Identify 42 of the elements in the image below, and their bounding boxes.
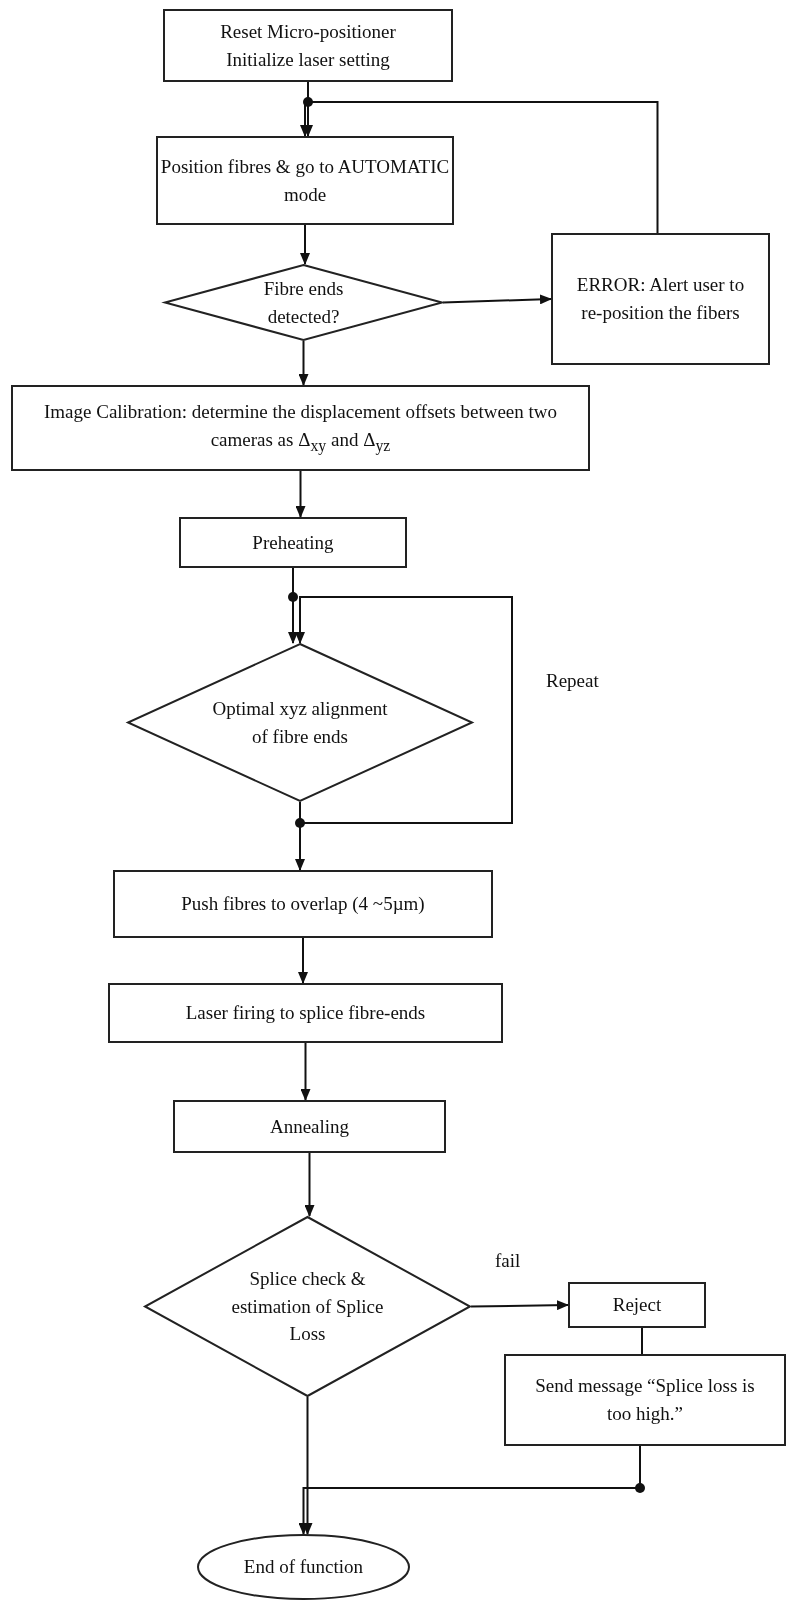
- process-box: [504, 1354, 786, 1446]
- step-text: Initialize laser setting: [226, 47, 390, 72]
- step-text: Reject: [612, 1293, 662, 1318]
- step-text: Fibre ends detected?: [262, 276, 345, 329]
- step-text: Push fibres to overlap (4 ~5µm): [181, 892, 425, 917]
- decision-diamond: [127, 643, 473, 802]
- step-text: Laser firing to splice fibre-ends: [185, 1001, 426, 1026]
- step-text: Position fibres & go to AUTOMATIC mode: [159, 154, 451, 207]
- arrow: [298, 340, 309, 386]
- terminal-ellipse: [197, 1534, 410, 1600]
- step-text: ERROR: Alert user to re-position the fibers: [575, 273, 746, 325]
- process-box: [568, 1282, 706, 1328]
- arrow: [302, 1396, 313, 1535]
- step-text: Optimal xyz alignment of fibre ends: [211, 696, 389, 749]
- process-box: [156, 136, 454, 225]
- step-text: End of function: [243, 1555, 364, 1580]
- decision-diamond: [164, 264, 443, 341]
- arrow: [300, 1042, 311, 1101]
- step-text: Image Calibration: determine the displacement offsets between two cameras as Δ$_{xy}$ and Δ$_{yz}$: [43, 400, 558, 457]
- arrow: [304, 1152, 315, 1217]
- process-box: [179, 517, 407, 568]
- decision-diamond: [144, 1216, 471, 1397]
- arrow: [300, 101, 659, 234]
- arrow: [442, 294, 552, 305]
- process-box: [173, 1100, 446, 1153]
- process-box: [163, 9, 453, 82]
- arrow: [470, 1300, 569, 1311]
- process-box: [113, 870, 493, 938]
- arrow: [298, 1445, 641, 1535]
- arrow: [295, 596, 513, 824]
- step-text: Send message “Splice loss is too high.”: [534, 1374, 756, 1426]
- process-box: [11, 385, 590, 471]
- step-text: Reset Micro-positioner: [220, 19, 396, 44]
- arrow: [300, 224, 310, 265]
- arrow: [295, 470, 306, 518]
- arrow: [288, 567, 298, 644]
- step-text: Preheating: [252, 530, 334, 555]
- error-box: [551, 233, 770, 365]
- step-text: Annealing: [269, 1114, 350, 1139]
- step-text: Splice check & estimation of Splice Loss: [230, 1267, 385, 1347]
- process-box: [108, 983, 503, 1043]
- arrow: [298, 937, 308, 984]
